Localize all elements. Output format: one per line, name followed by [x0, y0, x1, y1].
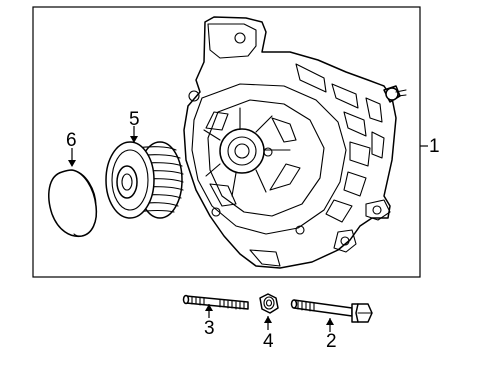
callout-4: 4: [263, 331, 274, 352]
stud-drawing: [182, 294, 249, 310]
pulley-drawing: [105, 141, 184, 219]
arrow-5: [130, 136, 138, 143]
callout-6: 6: [66, 130, 77, 151]
alternator-terminal: [383, 85, 407, 103]
callout-2: 2: [326, 331, 337, 352]
arrow-3: [205, 304, 213, 311]
callout-3: 3: [204, 318, 215, 339]
alternator-body: [183, 16, 397, 269]
assembly-frame: [32, 6, 421, 278]
arrow-2: [326, 318, 334, 325]
callout-1: 1: [429, 136, 440, 157]
cap-drawing: [48, 169, 98, 238]
arrow-6: [68, 160, 76, 167]
bolt-drawing: [290, 299, 373, 323]
nut-drawing: [259, 293, 279, 314]
callout-5: 5: [129, 109, 140, 130]
arrow-4: [264, 316, 272, 323]
